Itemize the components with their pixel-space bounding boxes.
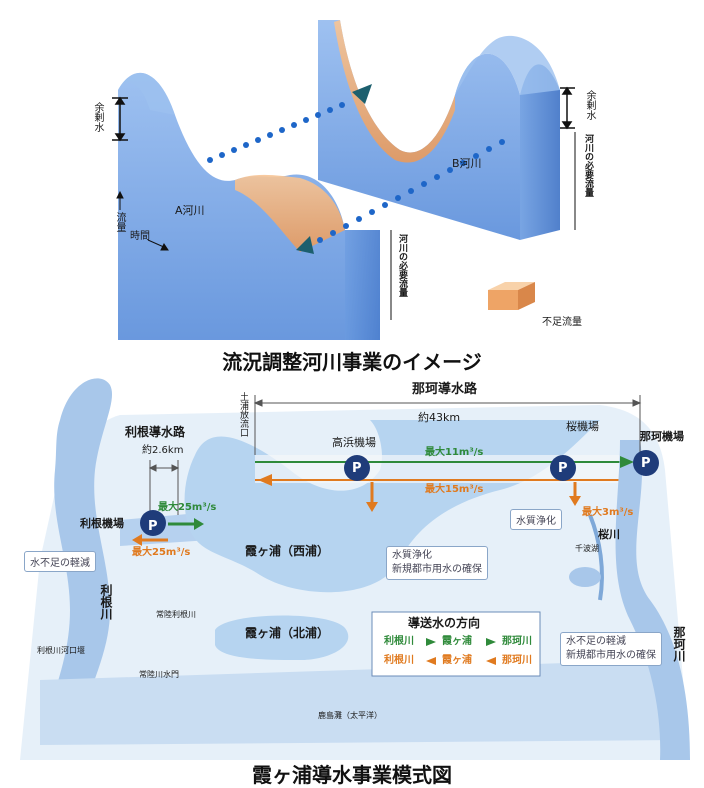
naka-channel-label: 那珂導水路 — [412, 382, 478, 397]
required-label-left: 河川の必要流量 — [397, 234, 407, 297]
naka-station-label: 那珂機場 — [640, 430, 684, 443]
transfer-dotted-lines — [207, 102, 505, 243]
tone-length-label: 約2.6km — [142, 445, 184, 456]
top-caption: 流況調整河川事業のイメージ — [222, 350, 482, 374]
sakura-station-label: 桜機場 — [566, 420, 599, 433]
flow-orange-3: 最大3m³/s — [582, 507, 634, 518]
water-purif-small: 水質浄化 — [510, 509, 562, 530]
tone-river-label: 利根川 — [99, 584, 113, 620]
tone-channel-label: 利根導水路 — [125, 425, 186, 439]
nishiura-note-line2: 新規都市用水の確保 — [392, 564, 482, 575]
pump-label-naka: P — [641, 456, 651, 471]
kitaura-label: 霞ヶ浦（北浦） — [245, 626, 330, 640]
direction-legend-title: 導送水の方向 — [408, 616, 481, 630]
direction-row2-arrows — [426, 657, 496, 665]
dir-row1-a: 利根川 — [384, 636, 414, 647]
pump-label-sakura: P — [558, 461, 568, 476]
surplus-bracket-right — [560, 86, 575, 130]
dir-row2-a: 利根川 — [384, 655, 414, 666]
pump-label-takahama: P — [352, 461, 362, 476]
nishiura-note: 水質浄化 新規都市用水の確保 — [386, 546, 488, 580]
required-label-right: 河川の必要流量 — [583, 134, 593, 197]
senba-lake-label: 千波湖 — [575, 544, 599, 553]
hitachi-tone-label: 常陸利根川 — [156, 610, 196, 619]
dir-row1-b: 霞ヶ浦 — [442, 636, 472, 647]
naka-note-line2: 新規都市用水の確保 — [566, 650, 656, 661]
flow-axis-label: 流量 — [114, 212, 125, 232]
tone-estuary-weir-label: 利根川河口堰 — [37, 646, 85, 655]
orange-arrow-left — [258, 474, 272, 486]
nishiura-note-line1: 水質浄化 — [392, 550, 432, 561]
kashimanada-label: 鹿島灘（太平洋） — [318, 711, 382, 720]
naka-length-label: 約43km — [418, 411, 461, 424]
river-b-block — [318, 20, 560, 241]
flow-green-25: 最大25m³/s — [158, 502, 217, 513]
naka-note: 水不足の軽減 新規都市用水の確保 — [560, 632, 662, 666]
river-b-label: B河川 — [452, 157, 482, 170]
dir-row2-c: 那珂川 — [502, 655, 532, 666]
hitachi-gate-label: 常陸川水門 — [139, 670, 179, 679]
shortage-legend-label: 不足流量 — [542, 317, 582, 328]
river-a-label: A河川 — [175, 204, 205, 217]
naka-channel-span — [253, 395, 642, 455]
direction-row1-arrows — [426, 638, 496, 646]
time-axis-label: 時間 — [130, 231, 150, 242]
tone-note: 水不足の軽減 — [24, 551, 96, 572]
tone-channel-span — [148, 460, 180, 515]
flow-orange-15: 最大15m³/s — [425, 484, 484, 495]
surplus-label-left: 余剰水 — [92, 102, 103, 132]
nishiura-label: 霞ヶ浦（西浦） — [245, 544, 330, 558]
green-arrow-right — [620, 456, 634, 468]
river-a-block — [118, 72, 380, 341]
axis-arrows — [116, 190, 169, 251]
dir-row1-c: 那珂川 — [502, 636, 532, 647]
surplus-bracket-left — [112, 96, 128, 142]
direction-legend-box — [371, 611, 541, 677]
tone-station-label: 利根機場 — [80, 517, 124, 530]
sakura-river-label: 桜川 — [598, 528, 620, 541]
flow-green-11: 最大11m³/s — [425, 447, 484, 458]
pump-naka — [633, 450, 659, 476]
naka-river-label: 那珂川 — [672, 626, 686, 662]
pump-label-tone: P — [148, 519, 158, 534]
surplus-label-right: 余剰水 — [584, 90, 595, 120]
tsuchiura-outlet-label: 土浦放流口 — [238, 392, 248, 437]
pump-takahama — [344, 455, 370, 481]
dir-row2-b: 霞ヶ浦 — [442, 655, 472, 666]
bottom-caption: 霞ヶ浦導水事業模式図 — [252, 763, 452, 787]
takahama-station-label: 高浜機場 — [332, 436, 376, 449]
pump-sakura — [550, 455, 576, 481]
shortage-legend-swatch — [488, 282, 535, 310]
pump-tone — [140, 510, 166, 536]
flow-orange-25: 最大25m³/s — [132, 547, 191, 558]
naka-note-line1: 水不足の軽減 — [566, 636, 626, 647]
